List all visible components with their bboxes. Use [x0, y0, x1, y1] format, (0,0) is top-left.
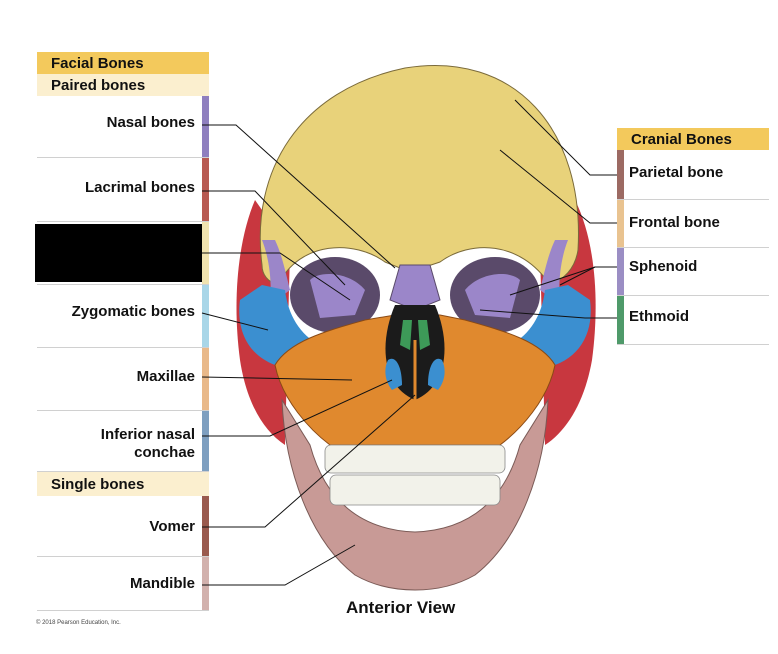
view-caption: Anterior View [346, 598, 455, 618]
copyright-notice: © 2018 Pearson Education, Inc. [36, 620, 121, 626]
nasal-bones [390, 265, 440, 310]
teeth [325, 445, 505, 505]
